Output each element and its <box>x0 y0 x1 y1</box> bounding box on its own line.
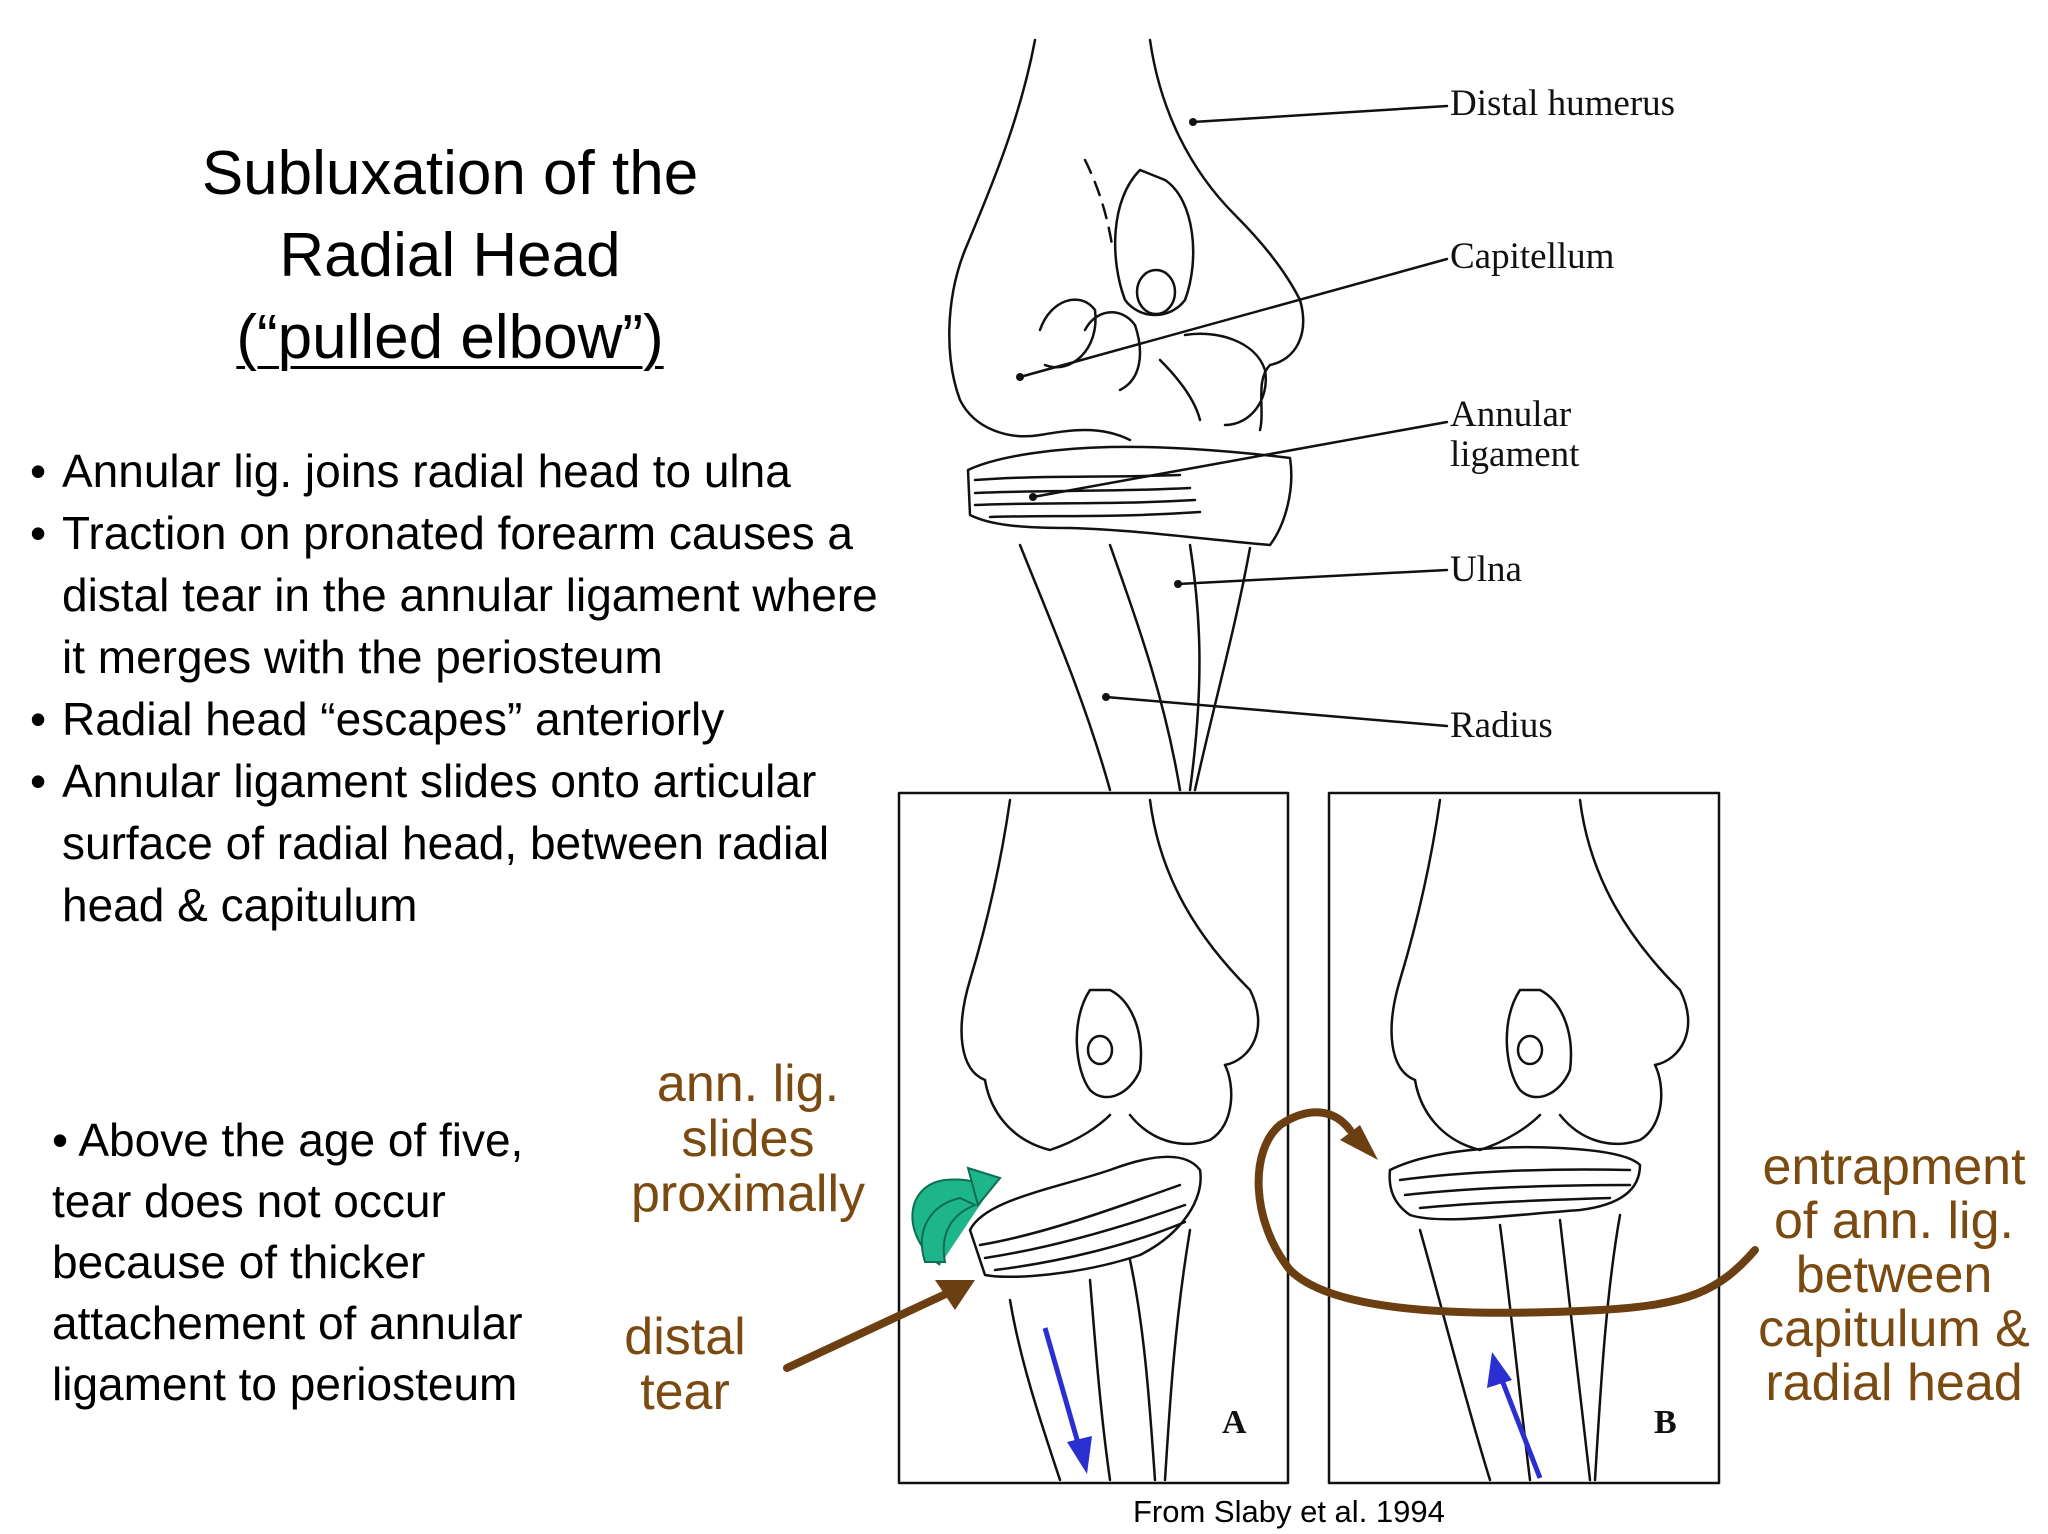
leader-lines <box>1018 104 1449 728</box>
annotation-line: ann. lig. <box>656 1055 840 1113</box>
figure-credit: From Slaby et al. 1994 <box>1133 1494 1445 1529</box>
title-line-2: Radial Head <box>279 221 621 290</box>
bullet-dot: • <box>30 445 47 497</box>
bullet-dot: • <box>30 693 47 745</box>
label-distal-humerus: Distal humerus <box>1450 83 1676 124</box>
title-line-1: Subluxation of the <box>201 139 699 208</box>
annotation-line: between <box>1795 1246 1993 1304</box>
age-note: • Above the age of five, tear does not o… <box>52 1114 524 1410</box>
leader-dots <box>1016 118 1197 701</box>
bullet-item: • Radial head “escapes” anteriorly <box>30 688 900 750</box>
panel-a-label: A <box>1222 1404 1247 1441</box>
bullet-dot: • <box>30 507 47 559</box>
bullet-list: •Annular lig. joins radial head to ulna … <box>30 440 900 936</box>
entrapment-arrowhead <box>1340 1125 1378 1160</box>
annotation-entrapment: entrapment of ann. lig. between capitulu… <box>1740 1140 2048 1410</box>
curl-arrow <box>911 1166 1002 1266</box>
bullet-text: Radial head “escapes” anteriorly <box>62 693 725 745</box>
bullet-item: • Annular ligament slides onto articular … <box>30 750 882 936</box>
annotation-line: of ann. lig. <box>1774 1192 2014 1250</box>
annotation-line: tear <box>640 1363 730 1421</box>
label-annular-ligament-1: Annular <box>1450 394 1572 435</box>
label-radius: Radius <box>1450 705 1553 746</box>
panel-a-drawing <box>960 798 1260 1482</box>
entrapment-loop-arrow <box>1254 1108 1759 1317</box>
annotation-slides-proximally: ann. lig. slides proximally <box>608 1057 888 1222</box>
bullet-text: Annular ligament slides onto articular s… <box>62 755 830 931</box>
annotation-line: entrapment <box>1762 1138 2026 1196</box>
force-arrow-down <box>1042 1327 1092 1474</box>
bullet-item: • Traction on pronated forearm causes a d… <box>30 502 882 688</box>
annotation-line: slides <box>681 1110 815 1168</box>
label-annular-ligament-2: ligament <box>1450 434 1580 475</box>
title-line-3: (“pulled elbow”) <box>236 303 664 372</box>
force-arrow-up <box>1487 1352 1543 1479</box>
label-capitellum: Capitellum <box>1450 236 1615 277</box>
annotation-line: proximally <box>630 1165 866 1223</box>
label-ulna: Ulna <box>1450 549 1522 590</box>
upper-elbow-drawing <box>948 38 1305 792</box>
panel-b-label: B <box>1654 1404 1677 1441</box>
bullet-dot: • <box>30 755 47 807</box>
bullet-item: • Annular lig. joins radial head to ulna <box>30 440 900 502</box>
bullet-text: Traction on pronated forearm causes a di… <box>62 507 878 683</box>
bullet-text: Annular lig. joins radial head to ulna <box>62 445 791 497</box>
panel-b-drawing <box>1388 798 1690 1482</box>
annotation-line: radial head <box>1765 1354 2023 1412</box>
panel-a-frame <box>897 791 1290 1485</box>
annotation-distal-tear: distal tear <box>600 1310 770 1420</box>
annotation-line: distal <box>624 1308 746 1366</box>
distal-tear-arrow <box>783 1280 975 1372</box>
panel-b-frame <box>1327 791 1721 1485</box>
annotation-line: capitulum & <box>1758 1300 2030 1358</box>
